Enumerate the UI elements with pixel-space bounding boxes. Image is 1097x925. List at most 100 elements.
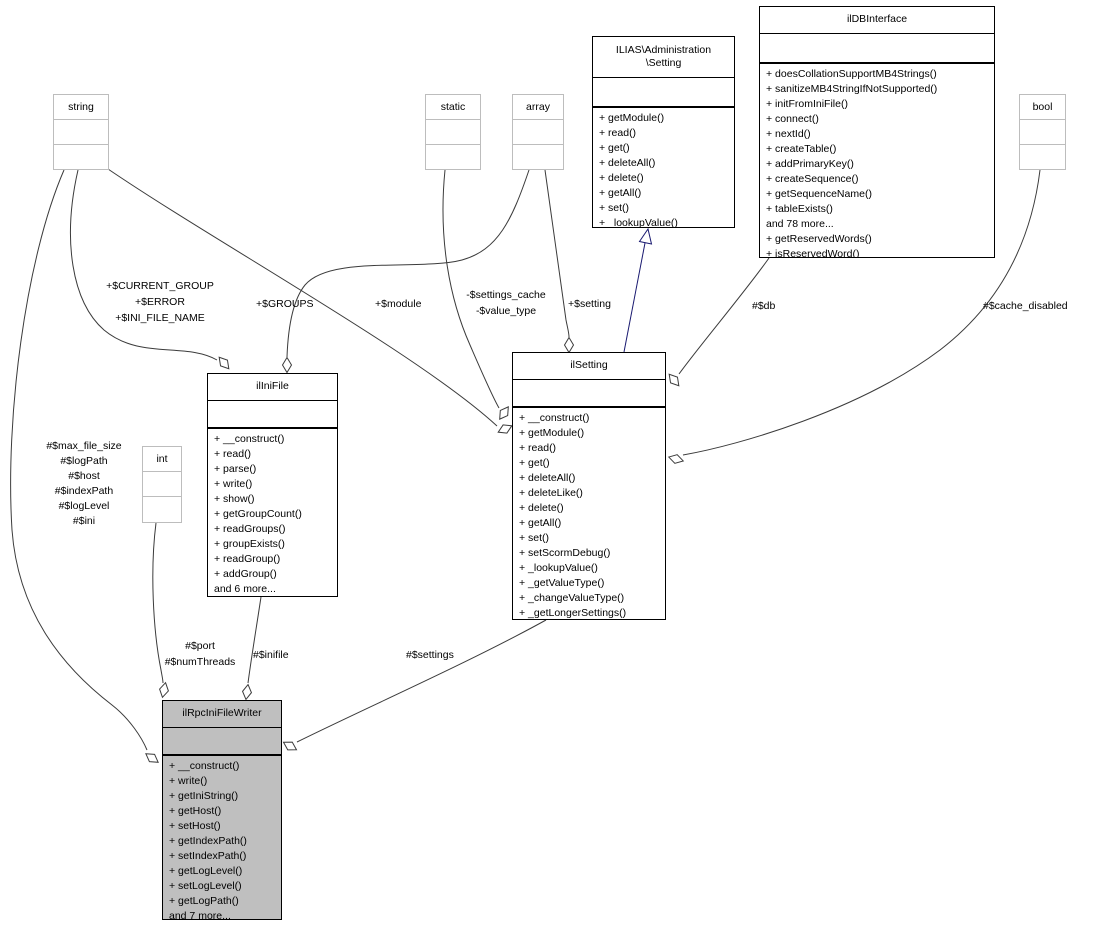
class-attrs-compartment — [593, 78, 734, 108]
edge-inheritance-ilsetting-setting — [623, 242, 646, 353]
type-attrs-compartment — [426, 120, 480, 145]
method-item: + deleteAll() — [599, 157, 656, 169]
method-item: + tableExists() — [766, 203, 833, 215]
edge-static-ilsetting — [442, 169, 500, 409]
method-item: + deleteLike() — [519, 487, 583, 499]
class-box-ildbinterface[interactable]: ilDBInterface + doesCollationSupportMB4S… — [759, 6, 995, 258]
class-title: ilDBInterface — [760, 7, 994, 34]
method-item: + connect() — [766, 113, 819, 125]
method-item: + read() — [599, 127, 637, 139]
edge-string-ilinifile — [70, 169, 218, 361]
method-item: + setLogLevel() — [169, 880, 242, 892]
edge-array-ilinifile — [286, 169, 530, 358]
class-title: ilRpcIniFileWriter — [163, 701, 281, 728]
method-item: + _lookupValue() — [599, 217, 678, 227]
method-item: + __construct() — [519, 412, 590, 424]
class-attrs-compartment — [760, 34, 994, 64]
edge-int-writer — [152, 522, 164, 684]
method-item: + groupExists() — [214, 538, 285, 550]
edge-ildbinterface-ilsetting — [678, 257, 770, 375]
edge-label-current-group: +$CURRENT_GROUP +$ERROR +$INI_FILE_NAME — [106, 280, 214, 324]
edge-label-setting: +$setting — [568, 298, 611, 310]
edge-label-db: #$db — [752, 300, 776, 312]
edge-label-port-threads: #$port #$numThreads — [164, 640, 236, 668]
class-attrs-compartment — [208, 401, 337, 429]
diamond-icon — [668, 373, 680, 387]
type-label: string — [54, 95, 108, 120]
type-attrs-compartment — [513, 120, 563, 145]
method-item: + setScormDebug() — [519, 547, 611, 559]
diamond-icon — [499, 406, 509, 420]
edge-bool-ilsetting — [682, 169, 1041, 456]
class-box-ilsetting[interactable]: ilSetting + __construct()+ getModule()+ … — [512, 352, 666, 620]
edge-label-writer-strings: #$max_file_size #$logPath #$host #$index… — [46, 440, 122, 527]
class-box-ilias-administration-setting[interactable]: ILIAS\Administration \Setting + getModul… — [592, 36, 735, 228]
type-methods-compartment — [1020, 145, 1065, 169]
type-methods-compartment — [426, 145, 480, 169]
method-item: + write() — [214, 478, 253, 490]
type-methods-compartment — [143, 497, 181, 522]
edge-label-module: +$module — [375, 298, 422, 310]
method-item: + sanitizeMB4StringIfNotSupported() — [766, 83, 938, 95]
edge-string-writer — [10, 169, 148, 751]
method-item: + write() — [169, 775, 208, 787]
method-item: + createSequence() — [766, 173, 859, 185]
edge-label-inifile: #$inifile — [253, 649, 289, 661]
method-item: + getLogPath() — [169, 895, 239, 907]
method-item: + delete() — [519, 502, 564, 514]
type-attrs-compartment — [143, 472, 181, 497]
edge-label-cache-disabled: #$cache_disabled — [983, 300, 1068, 312]
method-item: + read() — [214, 448, 252, 460]
method-item: + readGroups() — [214, 523, 286, 535]
method-item: + readGroup() — [214, 553, 281, 565]
type-label: bool — [1020, 95, 1065, 120]
class-attrs-compartment — [163, 728, 281, 756]
type-methods-compartment — [513, 145, 563, 169]
type-box-array: array — [512, 94, 564, 170]
method-item: + getHost() — [169, 805, 222, 817]
method-item: + setIndexPath() — [169, 850, 247, 862]
method-item: + doesCollationSupportMB4Strings() — [766, 68, 937, 80]
diamond-icon — [145, 753, 159, 763]
method-item: + _getLongerSettings() — [519, 607, 627, 619]
type-box-static: static — [425, 94, 481, 170]
method-item: + addPrimaryKey() — [766, 158, 854, 170]
method-item: + deleteAll() — [519, 472, 576, 484]
class-box-ilrpcinifilewriter: ilRpcIniFileWriter + __construct()+ writ… — [162, 700, 282, 920]
method-item: + get() — [519, 457, 550, 469]
method-item: + parse() — [214, 463, 257, 475]
edge-string-ilsetting — [107, 168, 498, 427]
method-item: and 78 more... — [766, 218, 834, 230]
method-item: + set() — [519, 532, 550, 544]
class-box-ilinifile[interactable]: ilIniFile + __construct()+ read()+ parse… — [207, 373, 338, 597]
type-box-int: int — [142, 446, 182, 523]
type-attrs-compartment — [54, 120, 108, 145]
method-item: + setHost() — [169, 820, 221, 832]
inheritance-arrow-icon — [638, 227, 653, 245]
method-item: + get() — [599, 142, 630, 154]
type-label: array — [513, 95, 563, 120]
method-item: + getReservedWords() — [766, 233, 872, 245]
method-item: and 7 more... — [169, 910, 231, 919]
diamond-icon — [218, 356, 230, 370]
method-item: + set() — [599, 202, 630, 214]
method-item: + getModule() — [519, 427, 585, 439]
method-item: and 6 more... — [214, 583, 276, 595]
type-box-bool: bool — [1019, 94, 1066, 170]
type-attrs-compartment — [1020, 120, 1065, 145]
method-item: + getIniString() — [169, 790, 239, 802]
type-label: static — [426, 95, 480, 120]
class-methods: + __construct()+ getModule()+ read()+ ge… — [513, 408, 665, 619]
diamond-icon — [159, 681, 169, 699]
class-title: ILIAS\Administration \Setting — [593, 37, 734, 78]
method-item: + __construct() — [214, 433, 285, 445]
diamond-icon — [497, 424, 513, 434]
method-item: + getSequenceName() — [766, 188, 872, 200]
diamond-icon — [241, 683, 253, 701]
method-item: + isReservedWord() — [766, 248, 860, 257]
diamond-icon — [282, 741, 298, 751]
type-label: int — [143, 447, 181, 472]
edge-ilinifile-writer — [247, 596, 262, 684]
